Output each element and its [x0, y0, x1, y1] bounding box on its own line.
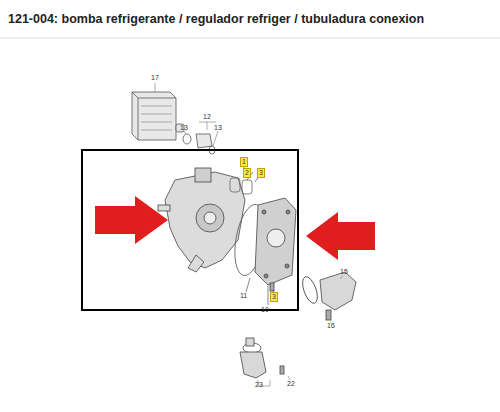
callout-number: 1 — [242, 158, 246, 166]
highlighted-callout: 2 — [243, 168, 251, 178]
callout-number: 2 — [245, 169, 249, 177]
diagram-title: 121-004: bomba refrigerante / regulador … — [8, 12, 424, 26]
callout-number: 16 — [327, 322, 335, 330]
callout-number: 15 — [340, 268, 348, 276]
highlighted-callout: 3 — [270, 292, 278, 302]
callout-number: 3 — [272, 293, 276, 301]
callout-number: 3 — [259, 169, 263, 177]
callout-number: 13 — [214, 124, 222, 132]
callout-number: 23 — [255, 381, 263, 389]
callout-number: 11 — [240, 292, 247, 300]
callout-number: 22 — [287, 380, 295, 388]
callout-number: 17 — [151, 74, 159, 82]
callout-number: 12 — [203, 113, 211, 121]
highlighted-callout: 1 — [240, 157, 248, 167]
callout-number: 13 — [180, 124, 188, 132]
highlighted-callout: 3 — [257, 168, 265, 178]
callout-number: 10 — [261, 306, 269, 314]
